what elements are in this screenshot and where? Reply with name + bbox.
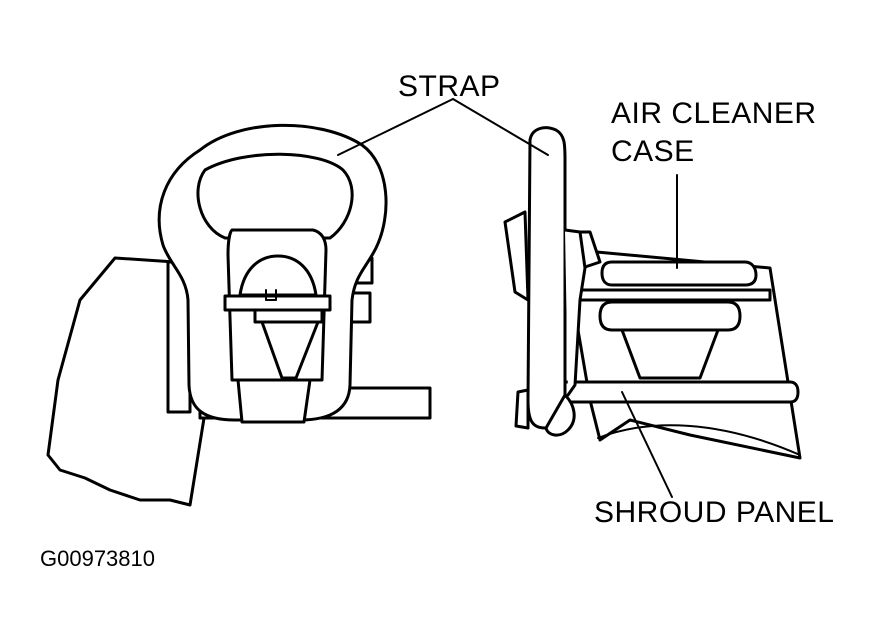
- leader-lines: [337, 98, 678, 498]
- air-cleaner-label-line2: CASE: [611, 135, 695, 168]
- grommet-cone: [620, 328, 720, 380]
- strap-label: STRAP: [398, 70, 501, 103]
- strap-leader-right: [452, 98, 549, 156]
- strap-side-foot: [544, 393, 576, 437]
- left-fin-lower: [514, 388, 530, 430]
- clip-plate-2: [253, 308, 324, 324]
- strap-inner-hole: [196, 152, 354, 240]
- strap-lower-end: [236, 378, 312, 424]
- clip-plate: [223, 294, 332, 312]
- bracket-dome: [238, 254, 318, 297]
- strap-side: [526, 126, 567, 430]
- left-fin: [503, 210, 530, 302]
- shroud-panel-label: SHROUD PANEL: [594, 496, 835, 529]
- shroud-lower-curve: [597, 424, 801, 456]
- strap-leader-left: [337, 98, 454, 156]
- right-view: [503, 126, 802, 460]
- air-cleaner-case: [600, 260, 758, 287]
- shroud-panel-leader: [621, 391, 673, 498]
- shroud-rail: [563, 380, 800, 404]
- clip-mark: [265, 289, 277, 301]
- grommet-top: [598, 300, 742, 332]
- case-rail: [558, 288, 772, 302]
- strap-side-fold: [563, 228, 587, 397]
- left-view: [46, 123, 432, 507]
- figure-code: G00973810: [40, 546, 155, 571]
- air-cleaner-label-line1: AIR CLEANER: [611, 97, 817, 130]
- bracket-cone: [260, 320, 320, 380]
